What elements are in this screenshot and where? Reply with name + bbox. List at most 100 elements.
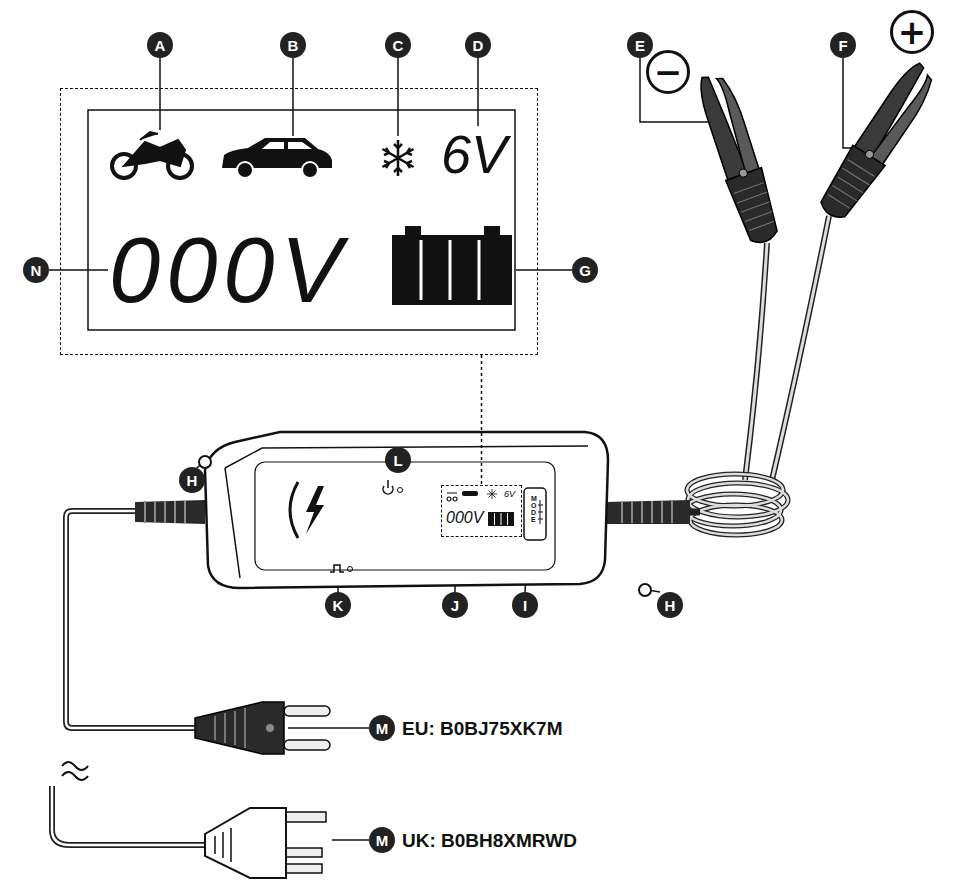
callout-letter: N bbox=[23, 257, 49, 283]
uk-plug bbox=[205, 808, 286, 878]
clamp-cables bbox=[772, 216, 829, 480]
display-readout: 6V bbox=[504, 490, 515, 499]
leader-lines bbox=[516, 269, 572, 271]
charger-body bbox=[462, 491, 478, 496]
charger-body bbox=[524, 488, 546, 540]
display-zoom-art bbox=[421, 240, 479, 300]
leader-dashed bbox=[481, 355, 483, 485]
display-zoom-art bbox=[302, 162, 318, 178]
leader-lines bbox=[332, 839, 369, 841]
display-zoom-art bbox=[262, 142, 312, 149]
uk-plug bbox=[215, 828, 231, 862]
display-zoom: 6V000V bbox=[60, 88, 538, 355]
uk-plug bbox=[284, 864, 322, 873]
positive-clamp bbox=[815, 56, 940, 225]
mains-cable bbox=[52, 786, 208, 845]
charger-body bbox=[306, 486, 324, 534]
uk-plug bbox=[205, 808, 326, 878]
polarity-sign: + bbox=[890, 10, 934, 54]
clamp-cables bbox=[745, 243, 767, 480]
leader-lines bbox=[397, 58, 399, 136]
charger-body bbox=[135, 432, 690, 596]
clamp-cables bbox=[690, 505, 782, 535]
display-zoom-art bbox=[382, 140, 413, 176]
display-zoom-art bbox=[392, 235, 512, 305]
display-zoom-art bbox=[384, 144, 412, 172]
callout-letter: B bbox=[280, 32, 306, 58]
leader-lines bbox=[288, 727, 369, 729]
charger-body bbox=[205, 432, 608, 588]
clamp-cables bbox=[745, 243, 767, 480]
eu-plug bbox=[284, 740, 330, 750]
callout-letter: E bbox=[627, 32, 653, 58]
mains-cable bbox=[52, 786, 208, 845]
charger-body bbox=[145, 501, 185, 523]
callout-letter: H bbox=[179, 467, 205, 493]
charger-body bbox=[135, 500, 205, 524]
uk-plug bbox=[284, 812, 326, 822]
display-small: 6V 000V bbox=[441, 485, 522, 537]
eu-plug bbox=[195, 702, 330, 754]
charger-body bbox=[398, 488, 403, 493]
callout-letter: A bbox=[147, 32, 173, 58]
charger-body bbox=[383, 480, 393, 494]
eu-plug bbox=[284, 706, 330, 716]
charger-body bbox=[199, 456, 211, 468]
callout-letter: D bbox=[465, 32, 491, 58]
eu-plug bbox=[195, 702, 284, 754]
charger-body bbox=[255, 462, 555, 570]
charger-body bbox=[495, 513, 508, 525]
mains-cable bbox=[62, 762, 88, 780]
leader-lines bbox=[292, 58, 294, 136]
display-zoom-art bbox=[237, 162, 253, 178]
charger-body bbox=[487, 489, 497, 499]
eu-plug bbox=[266, 724, 274, 732]
callout-letter: J bbox=[442, 592, 468, 618]
leader-lines bbox=[477, 58, 479, 126]
mains-cable bbox=[66, 511, 198, 728]
charger-body bbox=[622, 501, 672, 523]
callout-letter: K bbox=[325, 592, 351, 618]
charger-body bbox=[447, 493, 457, 501]
callout-letter: M bbox=[369, 827, 395, 853]
mains-cable bbox=[66, 511, 198, 728]
leader-lines bbox=[49, 58, 852, 840]
clamp-cables bbox=[685, 474, 788, 535]
clamp-cables bbox=[690, 509, 700, 516]
charger-body bbox=[225, 446, 588, 578]
charger-body bbox=[330, 565, 344, 572]
display-readout: 6V bbox=[441, 127, 507, 181]
polarity-sign: − bbox=[646, 50, 690, 94]
callout-letter: G bbox=[572, 257, 598, 283]
leader-lines bbox=[159, 58, 161, 130]
callout-letter: L bbox=[385, 447, 411, 473]
callout-letter: H bbox=[657, 592, 683, 618]
display-zoom-art bbox=[88, 110, 515, 330]
charger-body bbox=[538, 500, 543, 524]
clamp-cables bbox=[685, 474, 788, 535]
display-zoom-art bbox=[124, 132, 185, 166]
display-zoom-art bbox=[382, 140, 413, 176]
charger-body bbox=[605, 500, 690, 524]
uk-plug bbox=[284, 848, 322, 857]
display-readout: 000V bbox=[446, 510, 483, 526]
callout-letter: I bbox=[512, 592, 538, 618]
charger-body bbox=[290, 482, 298, 538]
clamp-cables bbox=[772, 216, 829, 480]
leader-lines bbox=[49, 269, 108, 271]
display-zoom-art bbox=[88, 110, 515, 330]
display-zoom-art bbox=[405, 226, 421, 235]
callout-letter: M bbox=[369, 715, 395, 741]
callout-letter: F bbox=[830, 32, 856, 58]
model-code: EU: B0BJ75XK7M bbox=[402, 718, 563, 740]
charger-body bbox=[488, 512, 514, 526]
callout-letter: C bbox=[385, 32, 411, 58]
clamp-cables bbox=[687, 474, 783, 506]
display-zoom-art bbox=[484, 226, 500, 235]
charger-body bbox=[639, 584, 651, 596]
charger-body bbox=[348, 567, 353, 572]
clamp-cables bbox=[685, 216, 829, 535]
button-label: MODE bbox=[531, 495, 538, 523]
model-code: UK: B0BH8XMRWD bbox=[402, 830, 577, 852]
